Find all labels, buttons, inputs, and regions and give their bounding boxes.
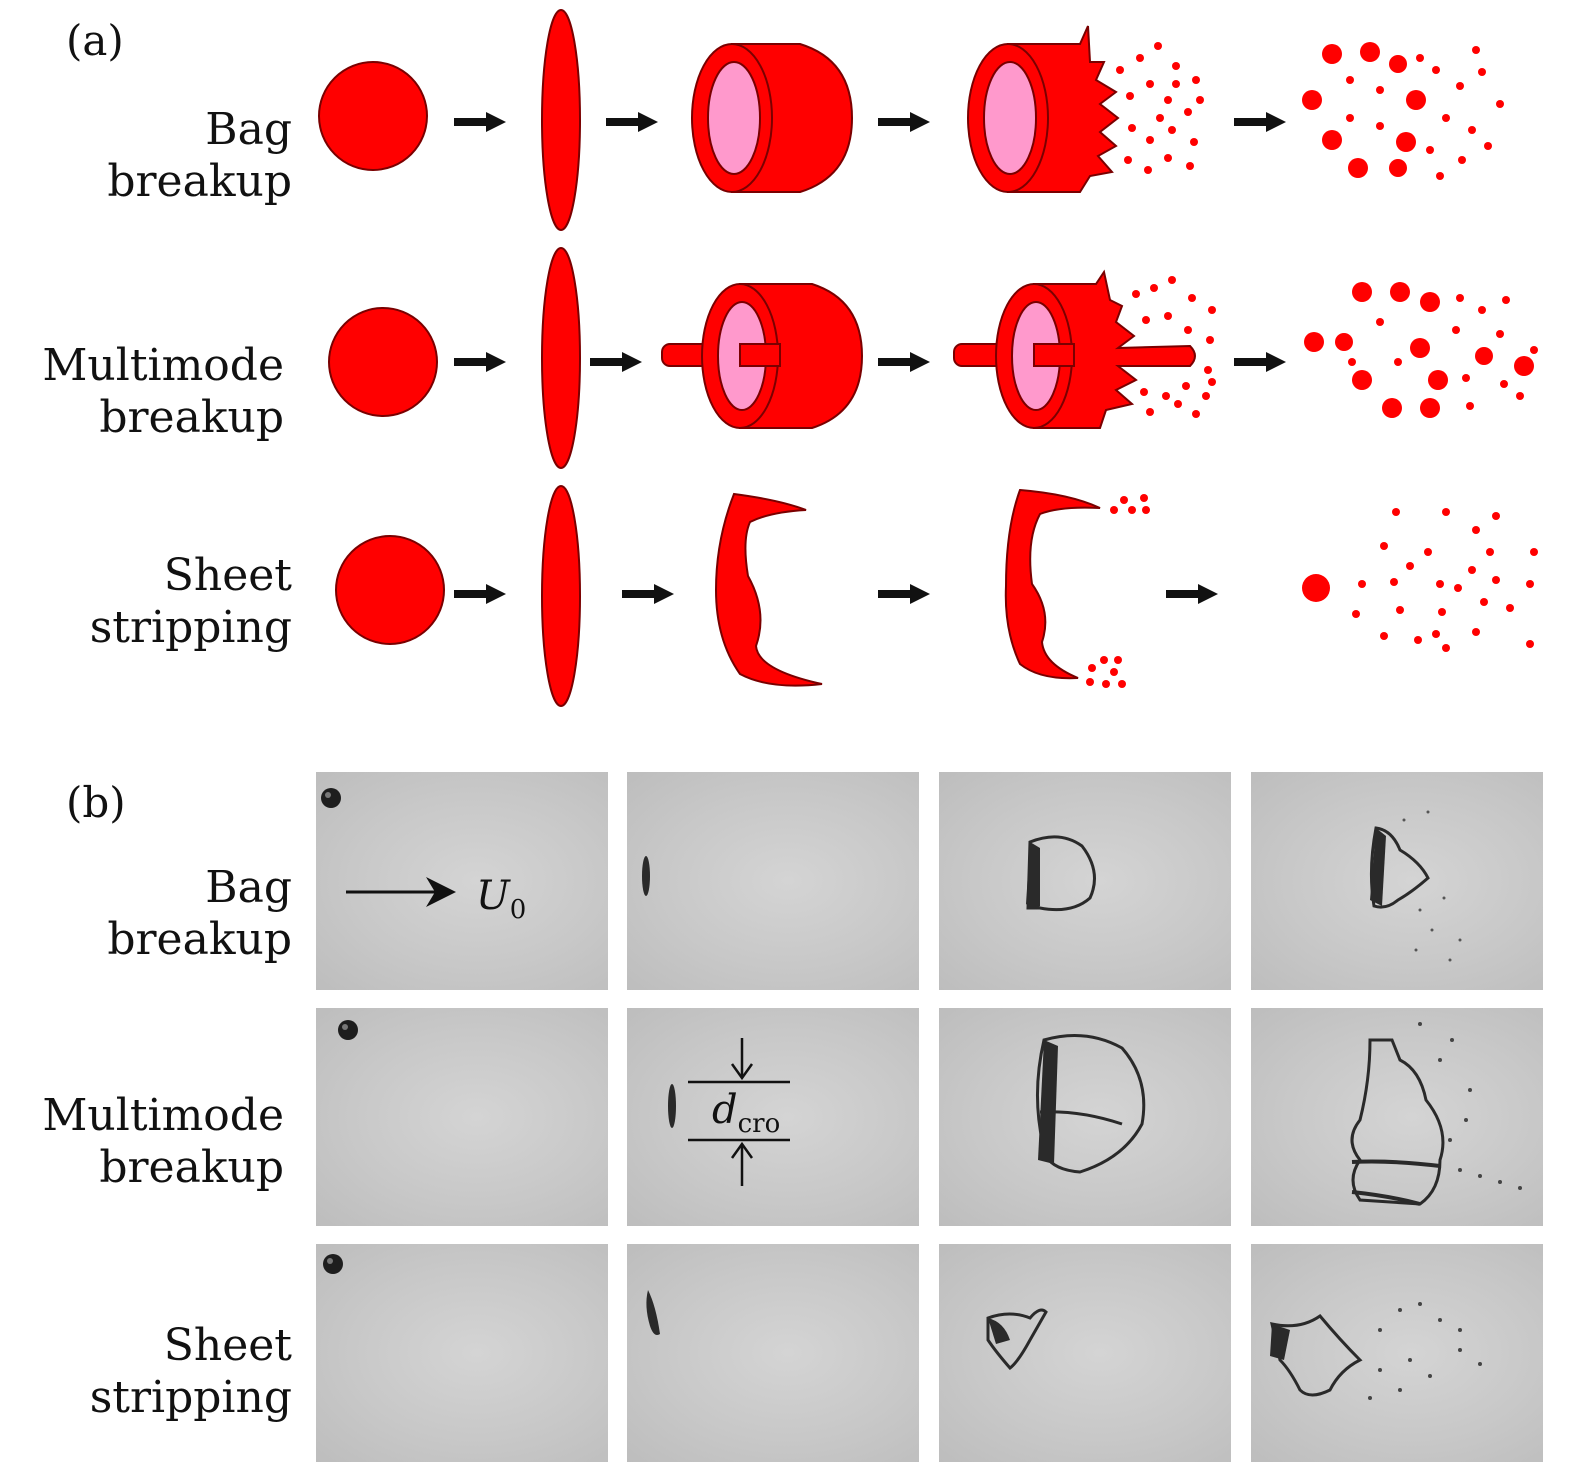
- label-line2: breakup: [107, 914, 292, 965]
- multimode-rupture-image: [1350, 1038, 1445, 1206]
- arrow-right-icon: [878, 352, 930, 372]
- photo-bag-3: [939, 772, 1231, 990]
- photo-multimode-1: [316, 1008, 608, 1226]
- fine-droplets: [1132, 276, 1216, 418]
- fine-droplets: [1086, 494, 1150, 688]
- panel-a-row-label-sheet: Sheet stripping: [90, 550, 292, 654]
- photo-sheet-content: [323, 1254, 1482, 1400]
- bag-image: [1026, 835, 1096, 912]
- row-sheet-schematic: [335, 485, 1538, 707]
- scattered-droplets: [1302, 42, 1504, 180]
- sheet-image: [986, 1308, 1048, 1371]
- photo-sheet-1: [316, 1244, 608, 1462]
- flattened-droplet: [642, 856, 650, 896]
- velocity-label: U0: [476, 876, 526, 923]
- photo-bag-4: [1251, 772, 1543, 990]
- arrow-right-icon: [878, 584, 930, 604]
- bag-shape: [691, 43, 854, 193]
- multimode-rupturing-shape: [953, 269, 1196, 429]
- panel-b-row-label-bag: Bag breakup: [107, 862, 292, 966]
- photo-sheet-4: [1251, 1244, 1543, 1462]
- residual-droplet: [1302, 574, 1330, 602]
- spherical-droplet: [335, 535, 445, 645]
- flattened-droplet: [668, 1084, 676, 1128]
- label-line2: stripping: [89, 1372, 292, 1423]
- arrow-right-icon: [1234, 352, 1286, 372]
- rupturing-bag-shape: [967, 25, 1120, 193]
- label-line1: Multimode: [42, 340, 284, 391]
- label-line2: breakup: [107, 156, 292, 207]
- photo-multimode-content: [338, 1020, 1522, 1206]
- sheet-shape: [714, 492, 823, 687]
- scattered-droplets: [1352, 508, 1538, 652]
- arrow-right-icon: [622, 584, 674, 604]
- arrow-right-icon: [606, 112, 658, 132]
- initial-droplet: [338, 1020, 358, 1040]
- panel-b-row-label-sheet: Sheet stripping: [90, 1320, 292, 1424]
- process-arrows: [454, 112, 1286, 604]
- spherical-droplet: [328, 307, 438, 417]
- label-line2: breakup: [99, 1142, 284, 1193]
- stripping-image: [1270, 1313, 1363, 1397]
- diameter-indicator: [688, 1038, 790, 1186]
- row-bag-schematic: [318, 9, 1504, 231]
- photo-bag-1: [316, 772, 608, 990]
- photo-bag-2: [627, 772, 919, 990]
- panel-b-tag: (b): [66, 778, 126, 827]
- arrow-right-icon: [454, 352, 506, 372]
- panel-a-row-label-multimode: Multimode breakup: [42, 340, 284, 444]
- panel-b-row-label-multimode: Multimode breakup: [42, 1090, 284, 1194]
- flattened-droplet: [646, 1290, 660, 1335]
- photo-multimode-4: [1251, 1008, 1543, 1226]
- spherical-droplet: [318, 61, 428, 171]
- label-line2: breakup: [99, 392, 284, 443]
- arrow-right-icon: [454, 112, 506, 132]
- arrow-right-icon: [1234, 112, 1286, 132]
- diameter-subscript: cro: [737, 1109, 781, 1139]
- panel-a-row-label-bag: Bag breakup: [107, 104, 292, 208]
- row-multimode-schematic: [328, 247, 1538, 469]
- flattened-droplet: [541, 485, 581, 707]
- flattened-droplet: [541, 247, 581, 469]
- arrow-right-icon: [454, 584, 506, 604]
- photo-bag-content: [321, 788, 1462, 962]
- label-line1: Bag: [205, 104, 292, 155]
- arrow-right-icon: [590, 352, 642, 372]
- label-line1: Multimode: [42, 1090, 284, 1141]
- multimode-bag-shape: [661, 283, 864, 429]
- photo-multimode-2: [627, 1008, 919, 1226]
- initial-droplet: [323, 1254, 343, 1274]
- diameter-label: dcro: [712, 1090, 780, 1137]
- diameter-symbol: d: [712, 1087, 738, 1133]
- flattened-droplet: [541, 9, 581, 231]
- label-line2: stripping: [89, 602, 292, 653]
- panel-a-tag: (a): [66, 16, 124, 65]
- photo-sheet-2: [627, 1244, 919, 1462]
- arrow-right-icon: [1166, 584, 1218, 604]
- stripping-sheet-shape: [1004, 488, 1101, 680]
- label-line1: Bag: [205, 862, 292, 913]
- photo-multimode-3: [939, 1008, 1231, 1226]
- scattered-droplets: [1304, 282, 1538, 418]
- velocity-subscript: 0: [509, 895, 527, 925]
- initial-droplet: [321, 788, 341, 808]
- label-line1: Sheet: [163, 550, 292, 601]
- label-line1: Sheet: [163, 1320, 292, 1371]
- velocity-symbol: U: [476, 873, 510, 919]
- photo-sheet-3: [939, 1244, 1231, 1462]
- arrow-right-icon: [878, 112, 930, 132]
- fine-droplets: [1116, 42, 1204, 174]
